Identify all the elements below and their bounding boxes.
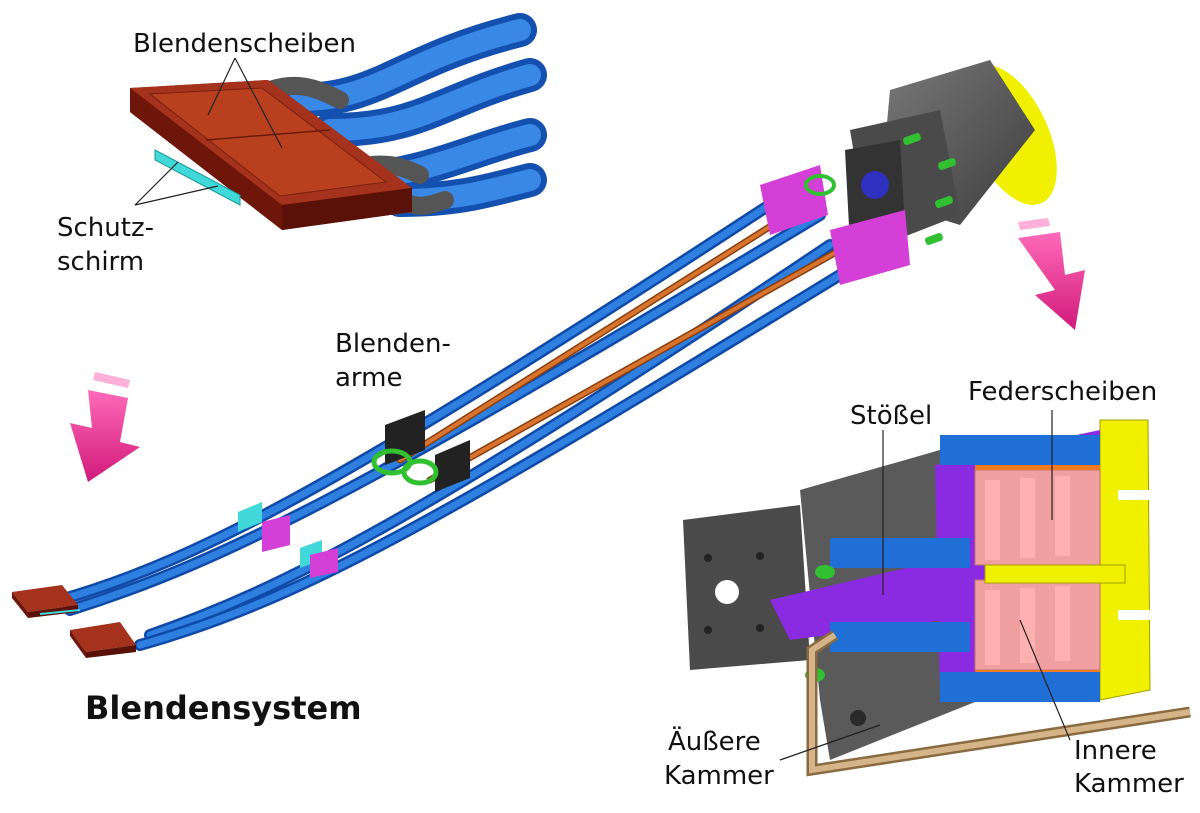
label-schutzschirm-line2: schirm xyxy=(57,247,145,277)
housing-green-bolts xyxy=(903,133,956,245)
label-blendenarme-line1: Blenden- xyxy=(335,329,451,359)
arm-clamps xyxy=(371,410,470,492)
inset-blendenscheiben xyxy=(130,13,547,230)
label-innere-kammer-line2: Kammer xyxy=(1074,769,1184,799)
lower-brackets xyxy=(238,502,338,578)
label-federscheiben: Federscheiben xyxy=(968,377,1158,407)
arrow-right xyxy=(1018,218,1085,330)
inset-cutaway xyxy=(683,410,1191,777)
inset-leader-lines xyxy=(134,57,283,206)
main-arms xyxy=(54,179,846,651)
label-aeussere-kammer-line1: Äußere xyxy=(668,727,761,757)
orange-rods xyxy=(396,191,844,484)
label-aeussere-kammer-line2: Kammer xyxy=(664,761,774,791)
label-blendenarme-line2: arme xyxy=(335,363,403,393)
label-schutzschirm-line1: Schutz- xyxy=(57,213,154,243)
blue-arm-tubes xyxy=(54,179,846,651)
top-housing xyxy=(760,60,1057,285)
label-blendenscheiben: Blendenscheiben xyxy=(133,29,357,59)
arrow-left xyxy=(70,372,140,482)
end-plates xyxy=(12,585,136,658)
label-innere-kammer-line1: Innere xyxy=(1074,736,1157,766)
label-stoessel: Stößel xyxy=(850,401,933,431)
inset-aperture-plate xyxy=(130,80,412,230)
cutaway-leader-lines xyxy=(779,410,1071,761)
diagram-title: Blendensystem xyxy=(85,689,362,727)
